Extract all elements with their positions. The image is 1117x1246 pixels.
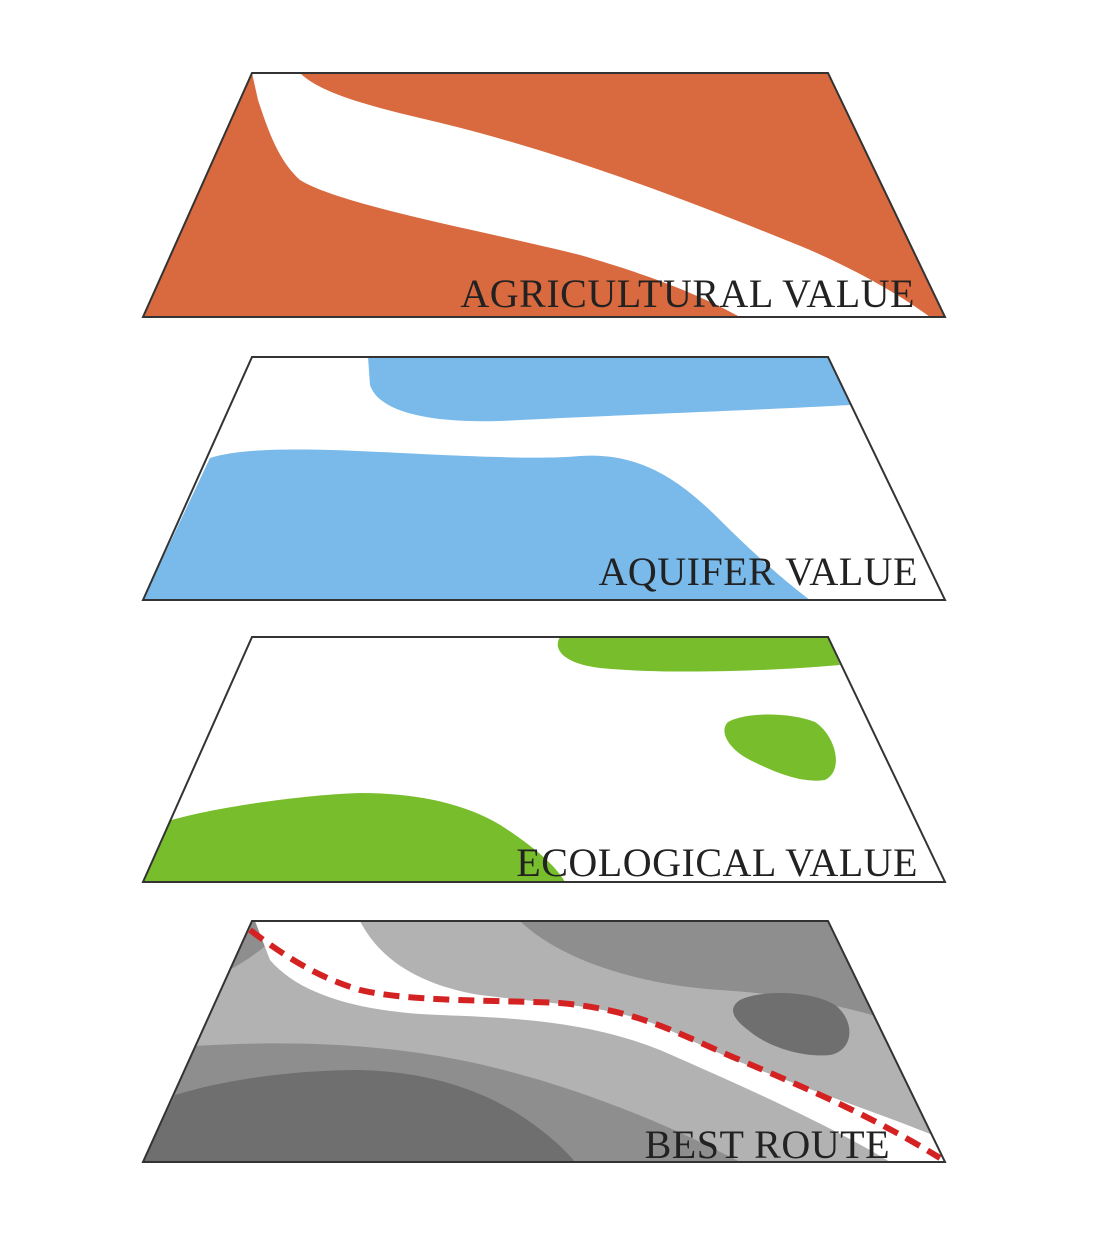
route-dark-top-region <box>554 921 852 970</box>
best-route-layer: BEST ROUTE <box>141 920 947 1167</box>
route-dark-patch-region <box>733 993 850 1056</box>
ecological-value-label: ECOLOGICAL VALUE <box>516 840 918 885</box>
agricultural-value-layer: AGRICULTURAL VALUE <box>141 72 947 318</box>
aquifer-lower-region <box>143 449 810 600</box>
aquifer-layer-border <box>141 356 947 601</box>
agricultural-value-label: AGRICULTURAL VALUE <box>460 271 915 316</box>
ecological-layer-border <box>141 636 947 883</box>
agricultural-high-value-region <box>143 73 945 317</box>
best-route-label: BEST ROUTE <box>645 1122 890 1167</box>
aquifer-value-layer: AQUIFER VALUE <box>141 356 947 601</box>
aquifer-value-label: AQUIFER VALUE <box>599 549 919 594</box>
ecological-value-layer: ECOLOGICAL VALUE <box>141 636 947 885</box>
best-route-line <box>248 927 942 1161</box>
agricultural-layer-border <box>141 72 947 318</box>
aquifer-upper-region <box>368 357 850 422</box>
ecological-top-region <box>557 637 840 672</box>
ecological-lower-region <box>143 793 565 882</box>
ecological-patch-region <box>724 714 836 781</box>
best-route-layer-border <box>141 920 947 1163</box>
route-corridor <box>255 921 945 1162</box>
route-dark-lower-region <box>143 1070 575 1162</box>
